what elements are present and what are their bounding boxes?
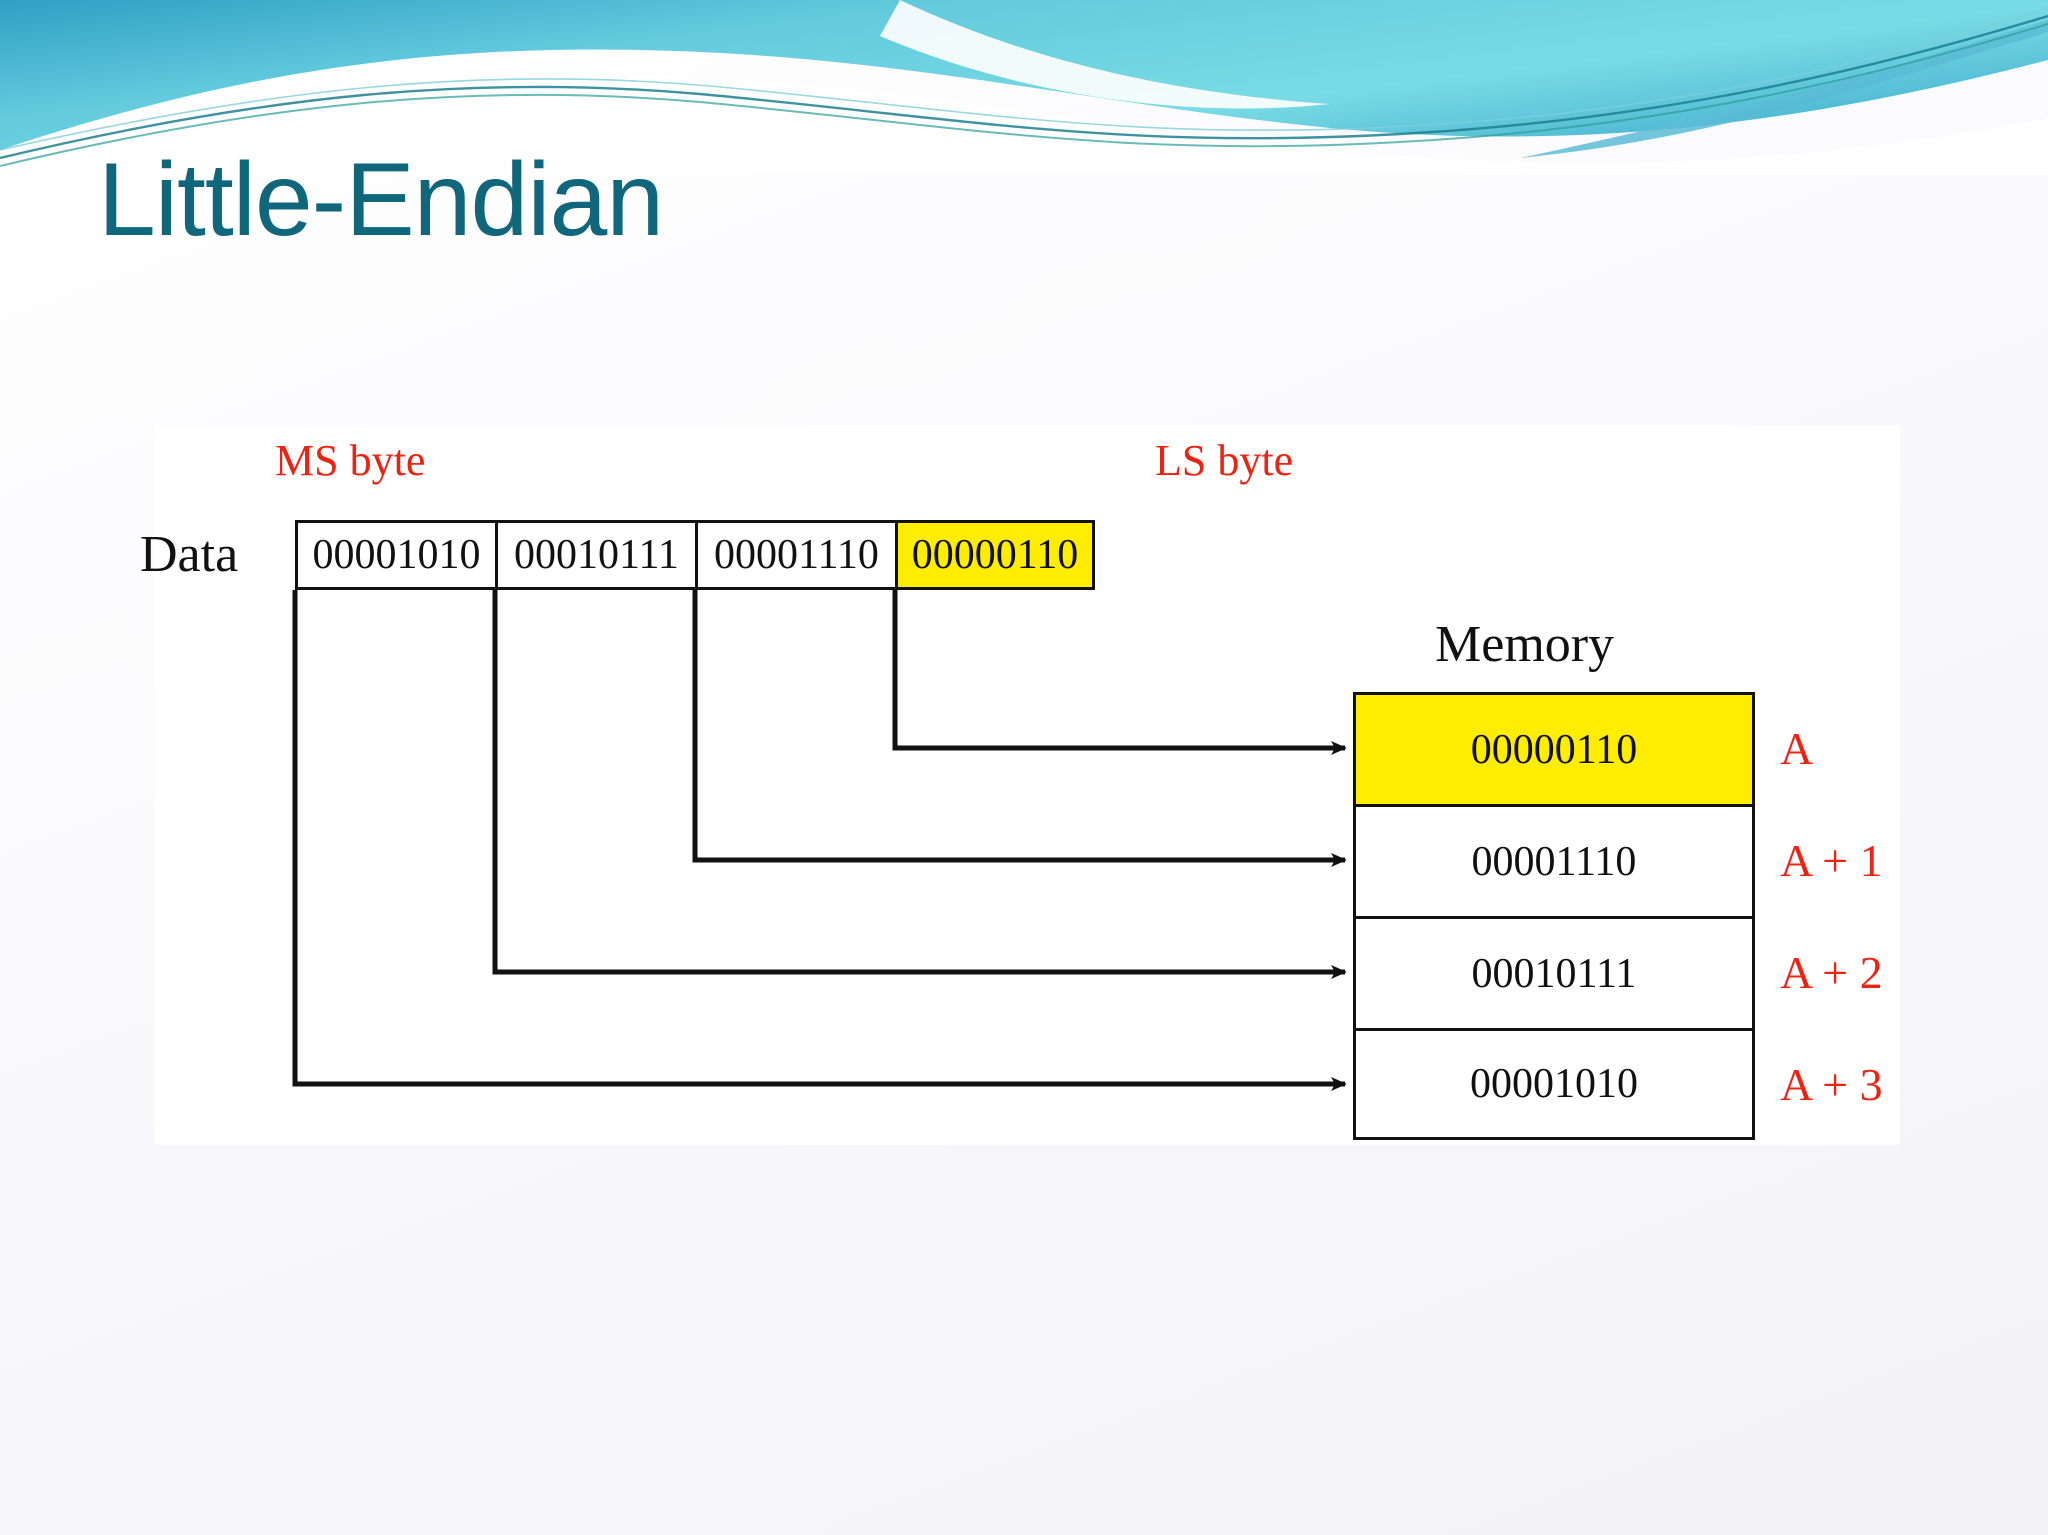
arrow-ls-to-a <box>892 590 1347 755</box>
memory-column: 00000110 00001110 00010111 00001010 <box>1353 692 1755 1140</box>
memory-cell[interactable]: 00001010 <box>1353 1028 1755 1140</box>
ls-byte-label: LS byte <box>1155 436 1294 485</box>
arrow-byte3-to-a1 <box>692 590 1347 867</box>
data-byte-cell[interactable]: 00001010 <box>295 520 495 590</box>
memory-address-label: A + 2 <box>1780 946 1883 998</box>
slide-title: Little-Endian <box>98 142 664 258</box>
wave-graphic <box>0 0 2048 175</box>
data-byte-cell[interactable]: 00001110 <box>695 520 895 590</box>
connector-arrows <box>292 590 1347 1091</box>
memory-address-label: A + 1 <box>1780 834 1883 886</box>
data-byte-row: 00001010 00010111 00001110 00000110 <box>295 520 1095 590</box>
diagram-panel: MS byte LS byte Data 00001010 00010111 0… <box>140 425 1900 1145</box>
memory-cell[interactable]: 00001110 <box>1353 804 1755 916</box>
data-label: Data <box>140 526 239 583</box>
memory-address-label: A + 3 <box>1780 1058 1883 1110</box>
data-byte-cell[interactable]: 00010111 <box>495 520 695 590</box>
memory-cell[interactable]: 00010111 <box>1353 916 1755 1028</box>
memory-address-label: A <box>1780 722 1814 774</box>
data-byte-cell-highlighted[interactable]: 00000110 <box>895 520 1095 590</box>
connector-arrows-layer <box>155 425 1900 1145</box>
arrow-ms-to-a3 <box>292 590 1347 1091</box>
ms-byte-label: MS byte <box>275 436 426 485</box>
slide-banner-decoration <box>0 0 2048 175</box>
memory-label: Memory <box>1435 616 1615 673</box>
arrow-byte2-to-a2 <box>492 590 1347 979</box>
memory-cell-highlighted[interactable]: 00000110 <box>1353 692 1755 804</box>
